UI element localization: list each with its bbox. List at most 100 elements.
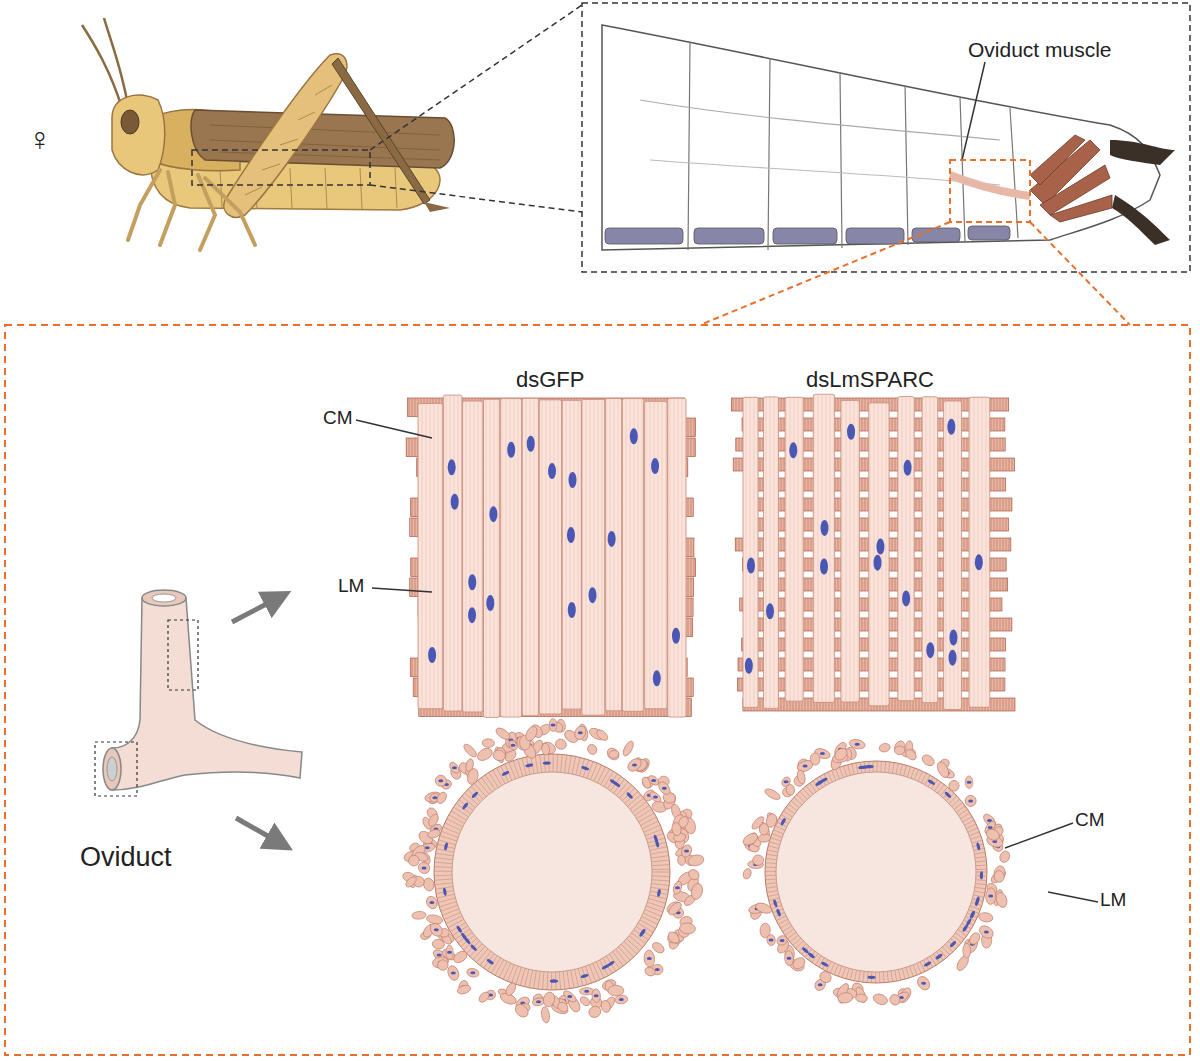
- longitudinal-fiber-section: [466, 967, 480, 978]
- nucleus: [745, 658, 753, 674]
- longitudinal-fiber-section: [435, 790, 448, 805]
- striation: [877, 761, 878, 772]
- striation: [625, 791, 638, 803]
- longitudinal-fiber-section: [752, 855, 764, 866]
- longitudinal-fiber-section: [965, 776, 973, 789]
- nucleus: [904, 460, 912, 476]
- striation: [920, 962, 925, 972]
- nucleus: [988, 895, 993, 898]
- striation: [842, 967, 845, 977]
- striation: [839, 767, 843, 777]
- longitudinal-fiber-section: [540, 740, 557, 756]
- longitudinal-fiber-section: [540, 1006, 550, 1023]
- circular-layer: [434, 754, 670, 990]
- striation: [846, 968, 849, 979]
- nucleus: [653, 670, 661, 686]
- striation: [976, 865, 987, 867]
- striation: [435, 883, 453, 885]
- nucleus: [581, 765, 590, 770]
- striation: [863, 971, 864, 982]
- longitudinal-fiber-section: [556, 1000, 570, 1014]
- nucleus: [655, 839, 660, 848]
- nucleus: [507, 442, 515, 458]
- striation: [650, 851, 668, 854]
- longitudinal-fiber-section: [666, 930, 681, 945]
- longitudinal-fiber-section: [456, 984, 472, 996]
- striation: [446, 916, 462, 924]
- nucleus: [855, 743, 860, 746]
- nucleus: [684, 850, 689, 853]
- striation: [478, 780, 489, 794]
- treatment-label: dsLmSPARC: [806, 368, 934, 392]
- striation: [468, 789, 481, 802]
- nucleus: [662, 787, 667, 790]
- nucleus: [803, 765, 808, 768]
- striation: [954, 802, 963, 809]
- striation: [612, 952, 623, 966]
- striation: [647, 902, 664, 907]
- striation: [844, 766, 847, 777]
- nucleus: [769, 939, 774, 942]
- longitudinal-fiber-section: [462, 742, 479, 759]
- nucleus: [944, 791, 952, 799]
- longitudinal-fiber-section: [920, 753, 936, 768]
- striation: [594, 765, 602, 781]
- longitudinal-fiber-section: [872, 992, 889, 1007]
- striation: [810, 783, 817, 792]
- striation: [448, 919, 464, 928]
- lumen: [776, 772, 976, 972]
- striation: [652, 869, 670, 870]
- striation: [518, 759, 523, 776]
- striation: [489, 772, 499, 787]
- longitudinal-fiber-section: [648, 790, 663, 804]
- striation: [553, 754, 554, 772]
- longitudinal-fiber: [443, 395, 462, 711]
- longitudinal-fiber-section: [998, 850, 1011, 864]
- nucleus: [786, 957, 791, 960]
- nucleus: [501, 770, 510, 776]
- nucleus: [447, 951, 452, 954]
- longitudinal-fiber-section: [741, 831, 760, 848]
- longitudinal-fiber: [463, 401, 483, 712]
- lumen: [452, 772, 652, 972]
- longitudinal-fiber-section: [679, 922, 696, 934]
- nucleus: [657, 889, 662, 897]
- longitudinal-fiber-section: [759, 823, 769, 835]
- striation: [434, 879, 452, 880]
- nucleus: [766, 603, 774, 619]
- longitudinal-fiber-section: [672, 880, 683, 895]
- longitudinal-fiber: [582, 399, 605, 715]
- striation: [914, 770, 918, 780]
- striation: [480, 951, 491, 965]
- nucleus: [425, 846, 430, 849]
- longitudinal-fiber-section: [963, 793, 978, 808]
- striation: [969, 832, 979, 836]
- longitudinal-fiber-section: [763, 787, 781, 802]
- nucleus: [437, 953, 442, 956]
- striation: [632, 802, 646, 813]
- nucleus: [868, 976, 876, 980]
- longitudinal-fiber: [969, 397, 990, 707]
- longitudinal-fiber-section: [591, 989, 601, 1003]
- striation: [540, 755, 542, 773]
- striation: [806, 786, 813, 795]
- nucleus: [584, 990, 589, 993]
- part-label: LM: [1100, 890, 1126, 911]
- longitudinal-fiber-section: [523, 724, 539, 742]
- nucleus: [926, 642, 934, 658]
- striation: [766, 883, 777, 884]
- nucleus: [451, 494, 459, 510]
- nucleus: [443, 888, 448, 896]
- longitudinal-fiber: [522, 398, 538, 715]
- longitudinal-fiber-section: [994, 891, 1008, 909]
- nucleus: [874, 555, 882, 571]
- striation: [891, 971, 893, 982]
- striation: [773, 830, 783, 834]
- striation: [610, 776, 621, 791]
- striation: [880, 761, 882, 772]
- longitudinal-fiber-section: [643, 966, 656, 978]
- nucleus: [578, 731, 583, 734]
- longitudinal-fiber-section: [666, 930, 681, 945]
- striation: [783, 811, 792, 817]
